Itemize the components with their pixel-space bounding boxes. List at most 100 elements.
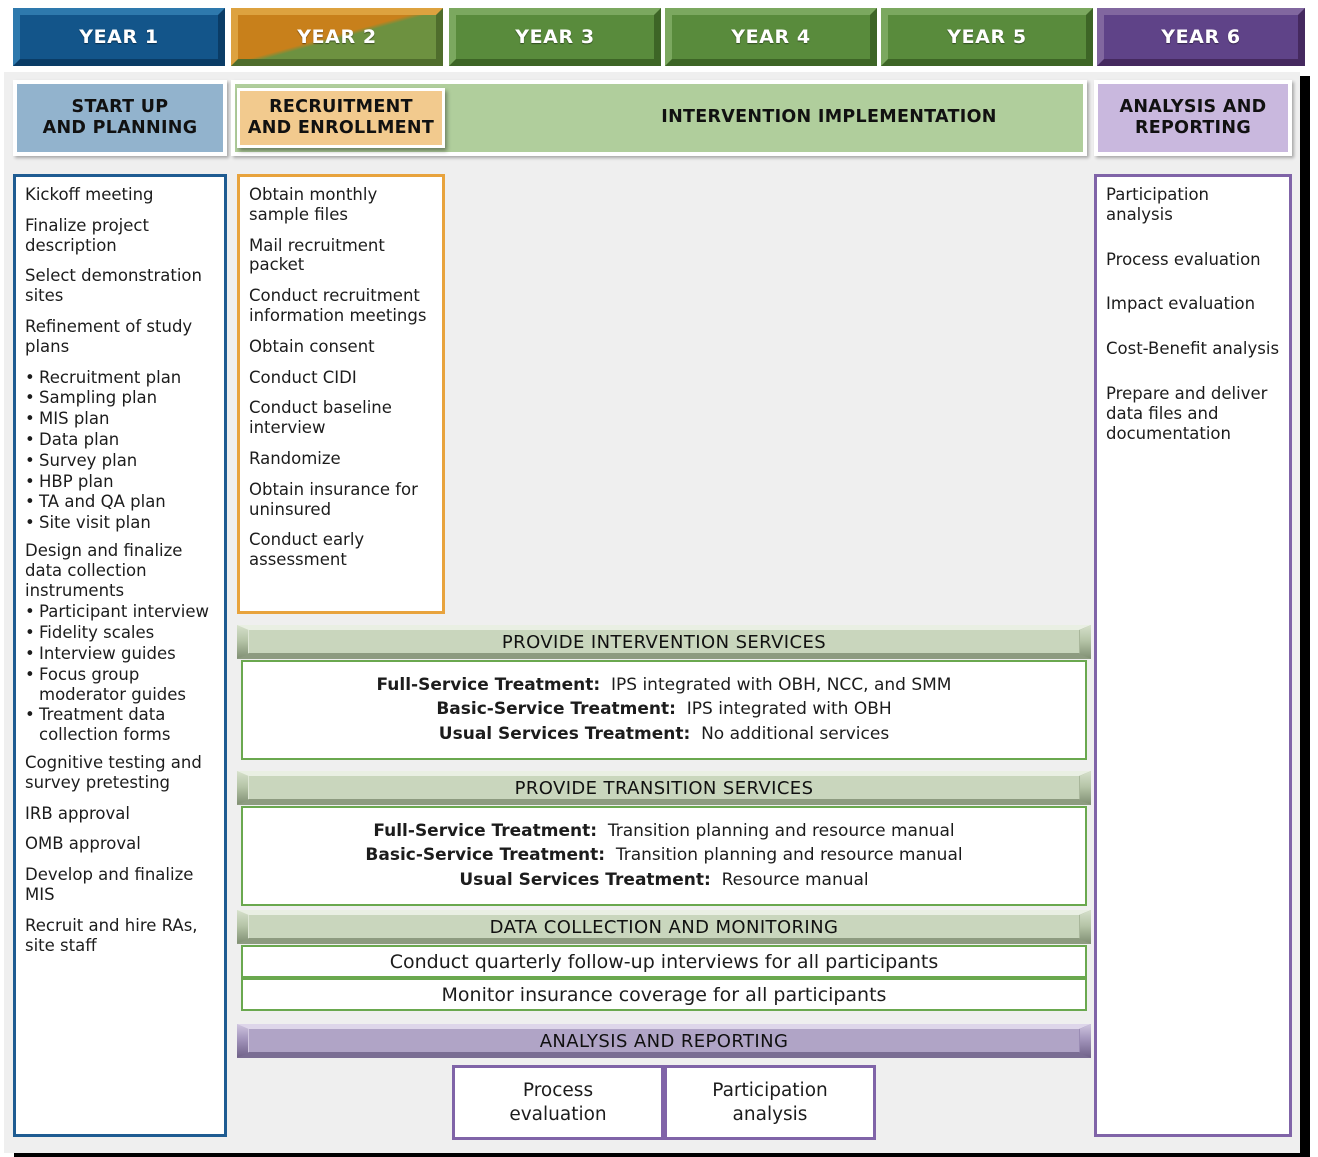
panel-intervention-services: Full-Service Treatment: IPS integrated w… (241, 660, 1087, 760)
bullet-glyph: • (25, 705, 35, 725)
list-item: Conduct CIDI (249, 367, 357, 387)
list-item: Finalize project description (25, 215, 149, 255)
list-item: Prepare and deliver data files and docum… (1106, 383, 1268, 443)
banner-cap-right-4 (1080, 1024, 1091, 1058)
year-tab-2[interactable]: YEAR 2 (231, 8, 443, 66)
list-item: Cost-Benefit analysis (1106, 339, 1280, 359)
banner-intervention-services-label: PROVIDE INTERVENTION SERVICES (501, 631, 827, 653)
transition-services-rows: Full-Service Treatment: Transition plann… (243, 818, 1085, 894)
analysis-box-2-label: Participation analysis (712, 1079, 828, 1125)
phase-band-recruitment[interactable]: RECRUITMENT AND ENROLLMENT (237, 88, 445, 148)
list-item: Kickoff meeting (25, 185, 154, 204)
treatment-row-value: Resource manual (710, 869, 869, 890)
treatment-row-label: Usual Services Treatment: (459, 869, 711, 890)
banner-transition-services[interactable]: PROVIDE TRANSITION SERVICES (237, 771, 1091, 805)
treatment-row: Usual Services Treatment: No additional … (243, 724, 1085, 745)
bevel-1 (13, 8, 225, 66)
bullet-glyph: • (25, 623, 35, 643)
list-spacer (25, 746, 215, 753)
treatment-row-value: Transition planning and resource manual (605, 845, 963, 866)
treatment-row-label: Usual Services Treatment: (438, 723, 691, 744)
year-tab-2-label: YEAR 2 (297, 26, 377, 48)
data-collection-line-1[interactable]: Conduct quarterly follow-up interviews f… (241, 945, 1087, 978)
list-item-bullet: •MIS plan (25, 409, 110, 429)
year-tab-6-label: YEAR 6 (1161, 26, 1241, 48)
analysis-box-2-line-2: analysis (732, 1103, 808, 1125)
list-item: Obtain insurance for uninsured (249, 479, 418, 519)
panel-transition-services: Full-Service Treatment: Transition plann… (241, 806, 1087, 906)
year-tab-6[interactable]: YEAR 6 (1097, 8, 1305, 66)
list-item-bullet: •Interview guides (25, 643, 176, 663)
treatment-row: Usual Services Treatment: Resource manua… (243, 870, 1085, 891)
treatment-row-label: Basic-Service Treatment: (436, 699, 676, 720)
phase-band-analysis[interactable]: ANALYSIS AND REPORTING (1094, 80, 1292, 156)
year-tab-1-label: YEAR 1 (79, 26, 159, 48)
data-collection-line-1-label: Conduct quarterly follow-up interviews f… (389, 950, 939, 973)
list-item: Conduct recruitment information meetings (249, 286, 427, 325)
intervention-services-rows: Full-Service Treatment: IPS integrated w… (243, 672, 1085, 748)
recruitment-line-1: RECRUITMENT (269, 96, 413, 117)
treatment-row: Basic-Service Treatment: IPS integrated … (243, 699, 1085, 720)
bullet-glyph: • (25, 513, 35, 533)
list-item: Conduct early assessment (249, 530, 365, 570)
analysis-box-1-line-2: evaluation (509, 1103, 607, 1125)
banner-analysis-reporting-label: ANALYSIS AND REPORTING (539, 1030, 789, 1052)
banner-analysis-reporting[interactable]: ANALYSIS AND REPORTING (237, 1024, 1091, 1058)
phase-band-analysis-label: ANALYSIS AND REPORTING (1120, 97, 1267, 140)
treatment-row-value: Transition planning and resource manual (597, 821, 955, 842)
list-item: Randomize (249, 448, 341, 468)
bevel-4 (665, 8, 877, 66)
recruitment-line-2: AND ENROLLMENT (247, 118, 435, 138)
banner-data-collection[interactable]: DATA COLLECTION AND MONITORING (237, 910, 1091, 944)
treatment-row: Full-Service Treatment: IPS integrated w… (243, 675, 1085, 696)
year-tab-5[interactable]: YEAR 5 (881, 8, 1093, 66)
treatment-row: Full-Service Treatment: Transition plann… (243, 821, 1085, 842)
bevel-6 (1097, 8, 1305, 66)
year-tab-4-label: YEAR 4 (731, 26, 811, 48)
banner-cap-right-1 (1080, 625, 1091, 659)
treatment-row-value: IPS integrated with OBH (675, 699, 892, 720)
treatment-row: Basic-Service Treatment: Transition plan… (243, 845, 1085, 866)
list-item-bullet: •Survey plan (25, 450, 138, 470)
bullet-glyph: • (25, 492, 35, 512)
list-item: Impact evaluation (1106, 294, 1256, 314)
treatment-row-label: Full-Service Treatment: (376, 675, 601, 696)
data-collection-line-2[interactable]: Monitor insurance coverage for all parti… (241, 978, 1087, 1011)
bevel-3 (449, 8, 661, 66)
list-item-bullet: •HBP plan (25, 471, 114, 491)
year-tab-3[interactable]: YEAR 3 (449, 8, 661, 66)
list-item: Refinement of study plans (25, 316, 193, 356)
startup-line-1: START UP (71, 96, 169, 117)
bullet-glyph: • (25, 429, 35, 449)
analysis-box-process-evaluation[interactable]: Process evaluation (452, 1065, 664, 1140)
year-tab-4[interactable]: YEAR 4 (665, 8, 877, 66)
list-item-bullet: •Participant interview (25, 602, 210, 622)
treatment-row-label: Basic-Service Treatment: (365, 845, 606, 866)
list-item: Mail recruitment packet (249, 235, 385, 275)
year-tab-3-label: YEAR 3 (515, 26, 595, 48)
bullet-glyph: • (25, 602, 35, 622)
year-tab-row: YEAR 1 YEAR 2 YEAR 3 YEAR 4 YEAR 5 YEAR … (0, 0, 1318, 72)
banner-cap-left-1 (237, 625, 248, 659)
banner-intervention-services[interactable]: PROVIDE INTERVENTION SERVICES (237, 625, 1091, 659)
year-tab-1[interactable]: YEAR 1 (13, 8, 225, 66)
banner-cap-left-2 (237, 771, 248, 805)
analysis-box-participation-analysis[interactable]: Participation analysis (664, 1065, 876, 1140)
banner-cap-right-3 (1080, 910, 1091, 944)
list-item: Design and finalize data collection inst… (25, 540, 183, 600)
phase-band-row: START UP AND PLANNING INTERVENTION IMPLE… (4, 72, 1300, 166)
phase-band-recruitment-label: RECRUITMENT AND ENROLLMENT (248, 97, 434, 140)
startup-line-2: AND PLANNING (42, 118, 198, 138)
list-item: Select demonstration sites (25, 266, 202, 306)
list-item-bullet: •Sampling plan (25, 388, 158, 408)
phase-band-startup[interactable]: START UP AND PLANNING (13, 80, 227, 156)
banner-cap-left-4 (237, 1024, 248, 1058)
analysis-box-1-label: Process evaluation (509, 1079, 606, 1125)
bullet-glyph: • (25, 367, 35, 387)
